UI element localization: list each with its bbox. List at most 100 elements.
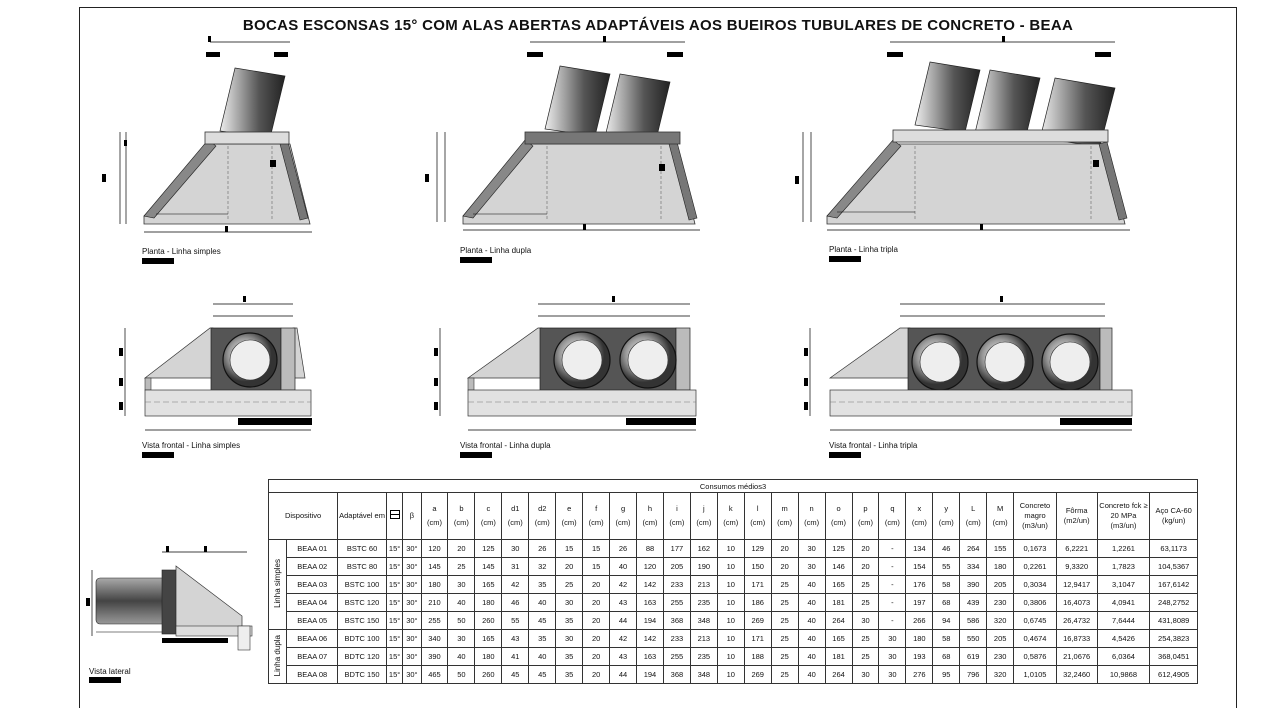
table-cell: 264 [824,611,853,630]
dim-label: a [432,504,437,513]
table-cell: 30 [447,575,476,594]
front-triple-caption: Vista frontal - Linha tripla [829,441,918,450]
col-header-dim: d2(cm) [528,492,557,540]
table-cell: 15 [582,557,611,576]
table-cell: 50 [447,611,476,630]
table-cell: 43 [609,647,638,666]
table-cell: 43 [501,629,530,648]
table-cell: 25 [770,575,799,594]
table-cell: 180 [474,593,503,612]
table-cell: 163 [636,593,664,612]
table-cell: 30 [878,665,907,684]
unit-label: (cm) [507,518,523,527]
table-cell: 150 [743,557,772,576]
dim-label: c [486,504,491,513]
dim-label: f [595,504,598,513]
table-cell: 193 [905,647,934,666]
table-cell: 0,5876 [1013,647,1057,666]
caption-bar [89,677,121,683]
plan-simple-caption: Planta - Linha simples [142,247,221,256]
table-cell: 30° [402,557,422,576]
unit-label: (cm) [777,518,793,527]
table-cell: 163 [636,647,664,666]
table-cell: 320 [986,665,1015,684]
dim-label: d1 [511,504,520,513]
table-cell: 167,6142 [1149,575,1198,594]
table-cell: 25 [770,665,799,684]
table-cell: 30 [797,557,826,576]
table-cell: 42 [609,575,638,594]
front-double-drawing [434,296,697,431]
unit-label: (cm) [453,518,469,527]
table-cell: 255 [662,593,691,612]
table-cell: 20 [582,647,611,666]
col-header-dim: m(cm) [770,492,799,540]
dim-label: o [836,504,841,513]
unit-label: (cm) [615,518,631,527]
table-cell: 129 [743,539,772,558]
table-cell: 30° [402,575,422,594]
table-cell: 205 [662,557,691,576]
table-cell: 50 [447,665,476,684]
table-cell: 30 [878,629,907,648]
col-header-forma: Fôrma(m2/un) [1055,492,1098,540]
table-cell: 10 [716,557,745,576]
table-cell: 25 [770,611,799,630]
table-cell: 550 [959,629,988,648]
table-cell: 15° [385,647,404,666]
dim-label: y [944,504,949,513]
table-cell: - [878,611,907,630]
table-cell: 254,3823 [1149,629,1198,648]
col-header-dim: e(cm) [555,492,584,540]
dim-label: i [676,504,678,513]
plan-triple-drawing [795,36,1130,231]
table-cell: 25 [447,557,476,576]
row-group-label: Linha simples [267,539,288,630]
table-cell: 165 [824,629,853,648]
table-cell: 15° [385,557,404,576]
table-cell: 340 [420,629,449,648]
table-cell: BDTC 150 [337,665,387,684]
table-cell: 177 [662,539,691,558]
table-cell: 20 [447,539,476,558]
col-header-dim: q(cm) [878,492,907,540]
table-cell: 30° [402,611,422,630]
table-cell: 25 [770,629,799,648]
table-cell: 15° [385,611,404,630]
table-cell: 30° [402,665,422,684]
unit-label: (cm) [534,518,550,527]
table-cell: 40 [528,647,557,666]
unit-label: (cm) [642,518,658,527]
front-triple-drawing [804,296,1133,431]
table-cell: - [878,575,907,594]
dim-label: b [459,504,464,513]
table-cell: 25 [555,575,584,594]
table-cell: 255 [662,647,691,666]
table-cell: 63,1173 [1149,539,1198,558]
table-cell: 180 [420,575,449,594]
table-cell: 55 [932,557,961,576]
table-cell: 171 [743,575,772,594]
table-cell: 334 [959,557,988,576]
table-cell: 25 [770,647,799,666]
dim-label: h [647,504,653,513]
table-cell: - [878,557,907,576]
concreto-magro-label: Concreto magro [1019,501,1051,520]
table-cell: 9,3320 [1055,557,1098,576]
table-cell: 180 [986,557,1015,576]
front-simple-drawing [119,296,312,431]
caption-bar [829,256,861,262]
col-header-dim: a(cm) [420,492,449,540]
table-cell: 120 [420,539,449,558]
table-cell: 35 [555,611,584,630]
table-cell: 30 [878,647,907,666]
table-cell: 210 [420,593,449,612]
unit-label: (cm) [804,518,820,527]
table-cell: 348 [689,611,718,630]
unit-label: (cm) [884,518,900,527]
table-cell: 3,1047 [1096,575,1151,594]
table-super-header-row: Consumos médios3 [268,479,1198,493]
